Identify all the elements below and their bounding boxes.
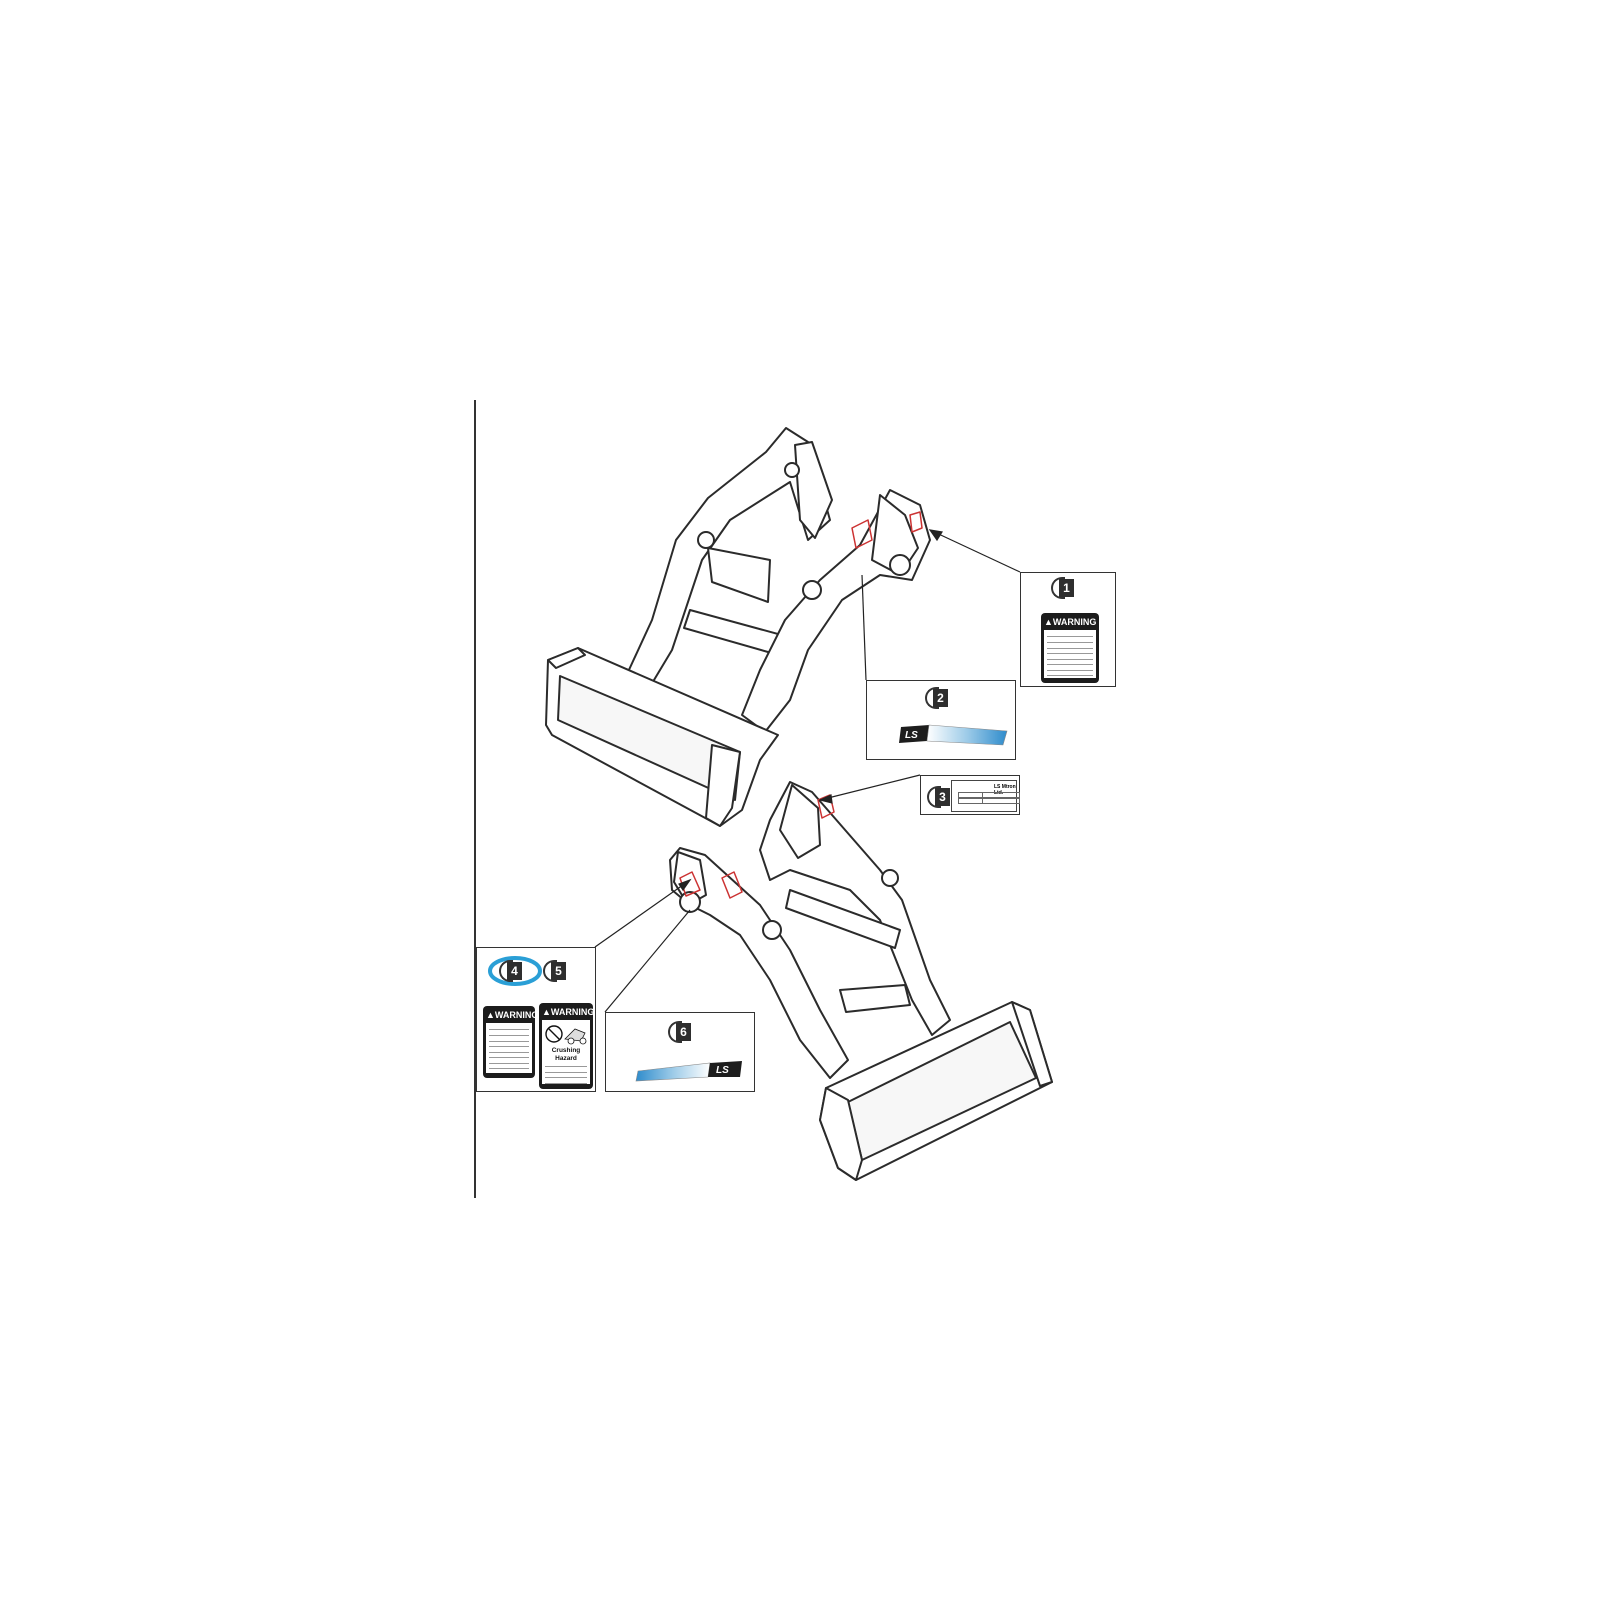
- leader-arrow-3: [818, 794, 833, 804]
- callout-3: 3 LS Mtron Ltd.: [920, 775, 1020, 815]
- leader-arrow-4: [678, 878, 692, 892]
- page-margin-rule: [474, 400, 476, 1198]
- leader-line-2: [861, 574, 867, 681]
- leader-lines: [594, 529, 1021, 1013]
- callout-2: 2 LS: [866, 680, 1016, 760]
- callout-number-6: 6: [668, 1021, 691, 1043]
- callout-number-5: 5: [543, 960, 566, 982]
- brand-decal-6: LS: [635, 1061, 742, 1082]
- leader-line-4: [594, 879, 691, 948]
- serial-row-2: [958, 798, 1020, 804]
- warning-fine-print-4: [486, 1023, 532, 1073]
- warning-label-4: ▲WARNING: [483, 1006, 539, 1078]
- brand-decal-2: LS: [899, 724, 1008, 746]
- svg-text:LS: LS: [905, 730, 918, 741]
- callout-number-2: 2: [925, 687, 948, 709]
- crushing-hazard-pictogram: [545, 1025, 587, 1045]
- leader-line-6: [604, 909, 691, 1013]
- warning-fine-print-1: [1044, 630, 1096, 678]
- highlight-ring-4: [488, 956, 542, 986]
- serial-company-name: LS Mtron Ltd.: [994, 784, 1016, 796]
- leader-arrow-1: [928, 529, 943, 542]
- bottom-loader: [669, 781, 1053, 1181]
- callout-1: 1 ▲WARNING: [1020, 572, 1116, 687]
- warning-heading-1: ▲WARNING: [1044, 617, 1097, 627]
- leader-line-1: [929, 529, 1021, 573]
- callout-number-3: 3: [927, 786, 950, 808]
- callout-6: 6 LS: [605, 1012, 755, 1092]
- serial-row-1: [958, 792, 1020, 798]
- crushing-hazard-body: Crushing Hazard: [542, 1020, 590, 1084]
- crushing-hazard-title: Crushing Hazard: [551, 1046, 581, 1062]
- warning-label-5: ▲WARNING Crushing Hazard: [539, 1003, 595, 1089]
- svg-text:LS: LS: [716, 1065, 729, 1076]
- serial-plate-label: LS Mtron Ltd.: [951, 780, 1020, 812]
- callout-4-5: 4 5 ▲WARNING ▲WARNING Crushing Hazard: [476, 947, 596, 1092]
- callout-number-1: 1: [1051, 577, 1074, 599]
- warning-heading-4: ▲WARNING: [486, 1010, 539, 1020]
- top-loader: [545, 427, 931, 827]
- warning-label-1: ▲WARNING: [1041, 613, 1099, 683]
- warning-heading-5: ▲WARNING: [542, 1007, 595, 1017]
- leader-line-3: [819, 774, 921, 801]
- callout-number-4: 4: [499, 960, 522, 982]
